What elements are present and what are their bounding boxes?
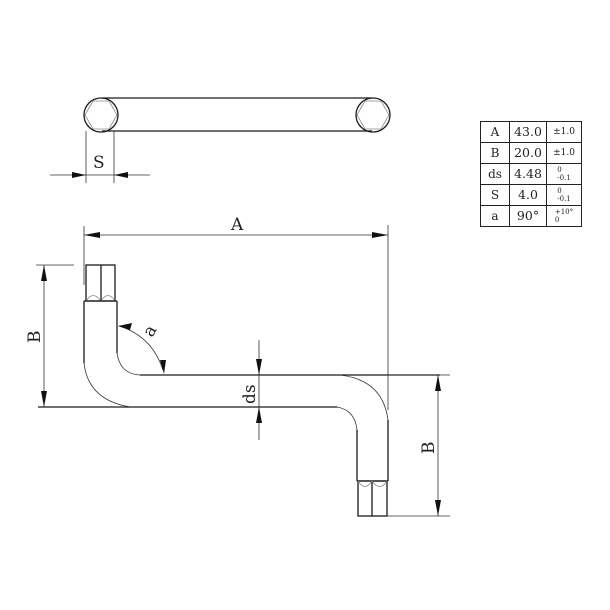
hex-socket-left-icon: [84, 100, 118, 130]
table-row: A 43.0 ±1.0: [480, 121, 582, 143]
table-row: a 90° +10°0: [480, 205, 582, 227]
value-cell: 20.0: [509, 142, 547, 164]
tolerance-cell: 0-0.1: [546, 163, 582, 185]
tolerance-upper: +10°: [554, 208, 574, 216]
dimension-label-b-right: B: [419, 442, 439, 455]
value-cell: 43.0: [509, 121, 547, 143]
table-row: S 4.0 0-0.1: [480, 184, 582, 206]
hex-socket-right-icon: [356, 100, 390, 130]
arrowhead-icon: [118, 323, 132, 330]
arrowhead-icon: [256, 359, 262, 375]
dimension-label-a-angle: a: [139, 322, 161, 341]
arrowhead-icon: [160, 360, 166, 374]
arrowhead-icon: [84, 232, 100, 238]
tolerance-cell: +10°0: [546, 205, 582, 227]
dimension-label-b-left: B: [25, 331, 45, 344]
dimension-label-a: A: [230, 215, 244, 235]
tolerance-cell: ±1.0: [546, 142, 582, 164]
specification-table: A 43.0 ±1.0 B 20.0 ±1.0 ds 4.48 0-0.1 S …: [480, 121, 582, 227]
param-cell: a: [480, 205, 510, 227]
tolerance-lower: -0.1: [557, 195, 571, 203]
arrowhead-icon: [72, 172, 86, 178]
dimension-label-s: S: [93, 153, 105, 173]
tolerance-upper: 0: [557, 166, 562, 174]
value-cell: 4.0: [509, 184, 547, 206]
dimension-label-ds: ds: [240, 384, 260, 404]
arrowhead-icon: [435, 500, 441, 516]
value-cell: 90°: [509, 205, 547, 227]
tolerance-lower: 0: [554, 216, 560, 224]
table-row: B 20.0 ±1.0: [480, 142, 582, 164]
value-cell: 4.48: [509, 163, 547, 185]
arrowhead-icon: [41, 265, 47, 281]
side-view: A B: [25, 215, 450, 517]
tolerance-lower: -0.1: [557, 174, 571, 182]
arrowhead-icon: [41, 391, 47, 407]
arrowhead-icon: [256, 407, 262, 423]
table-row: ds 4.48 0-0.1: [480, 163, 582, 185]
tolerance-upper: 0: [557, 187, 562, 195]
param-cell: A: [480, 121, 510, 143]
tolerance-cell: 0-0.1: [546, 184, 582, 206]
param-cell: ds: [480, 163, 510, 185]
top-view: S: [50, 97, 391, 183]
arrowhead-icon: [114, 172, 128, 178]
tolerance-cell: ±1.0: [546, 121, 582, 143]
arrowhead-icon: [435, 375, 441, 391]
arrowhead-icon: [372, 232, 388, 238]
param-cell: B: [480, 142, 510, 164]
param-cell: S: [480, 184, 510, 206]
